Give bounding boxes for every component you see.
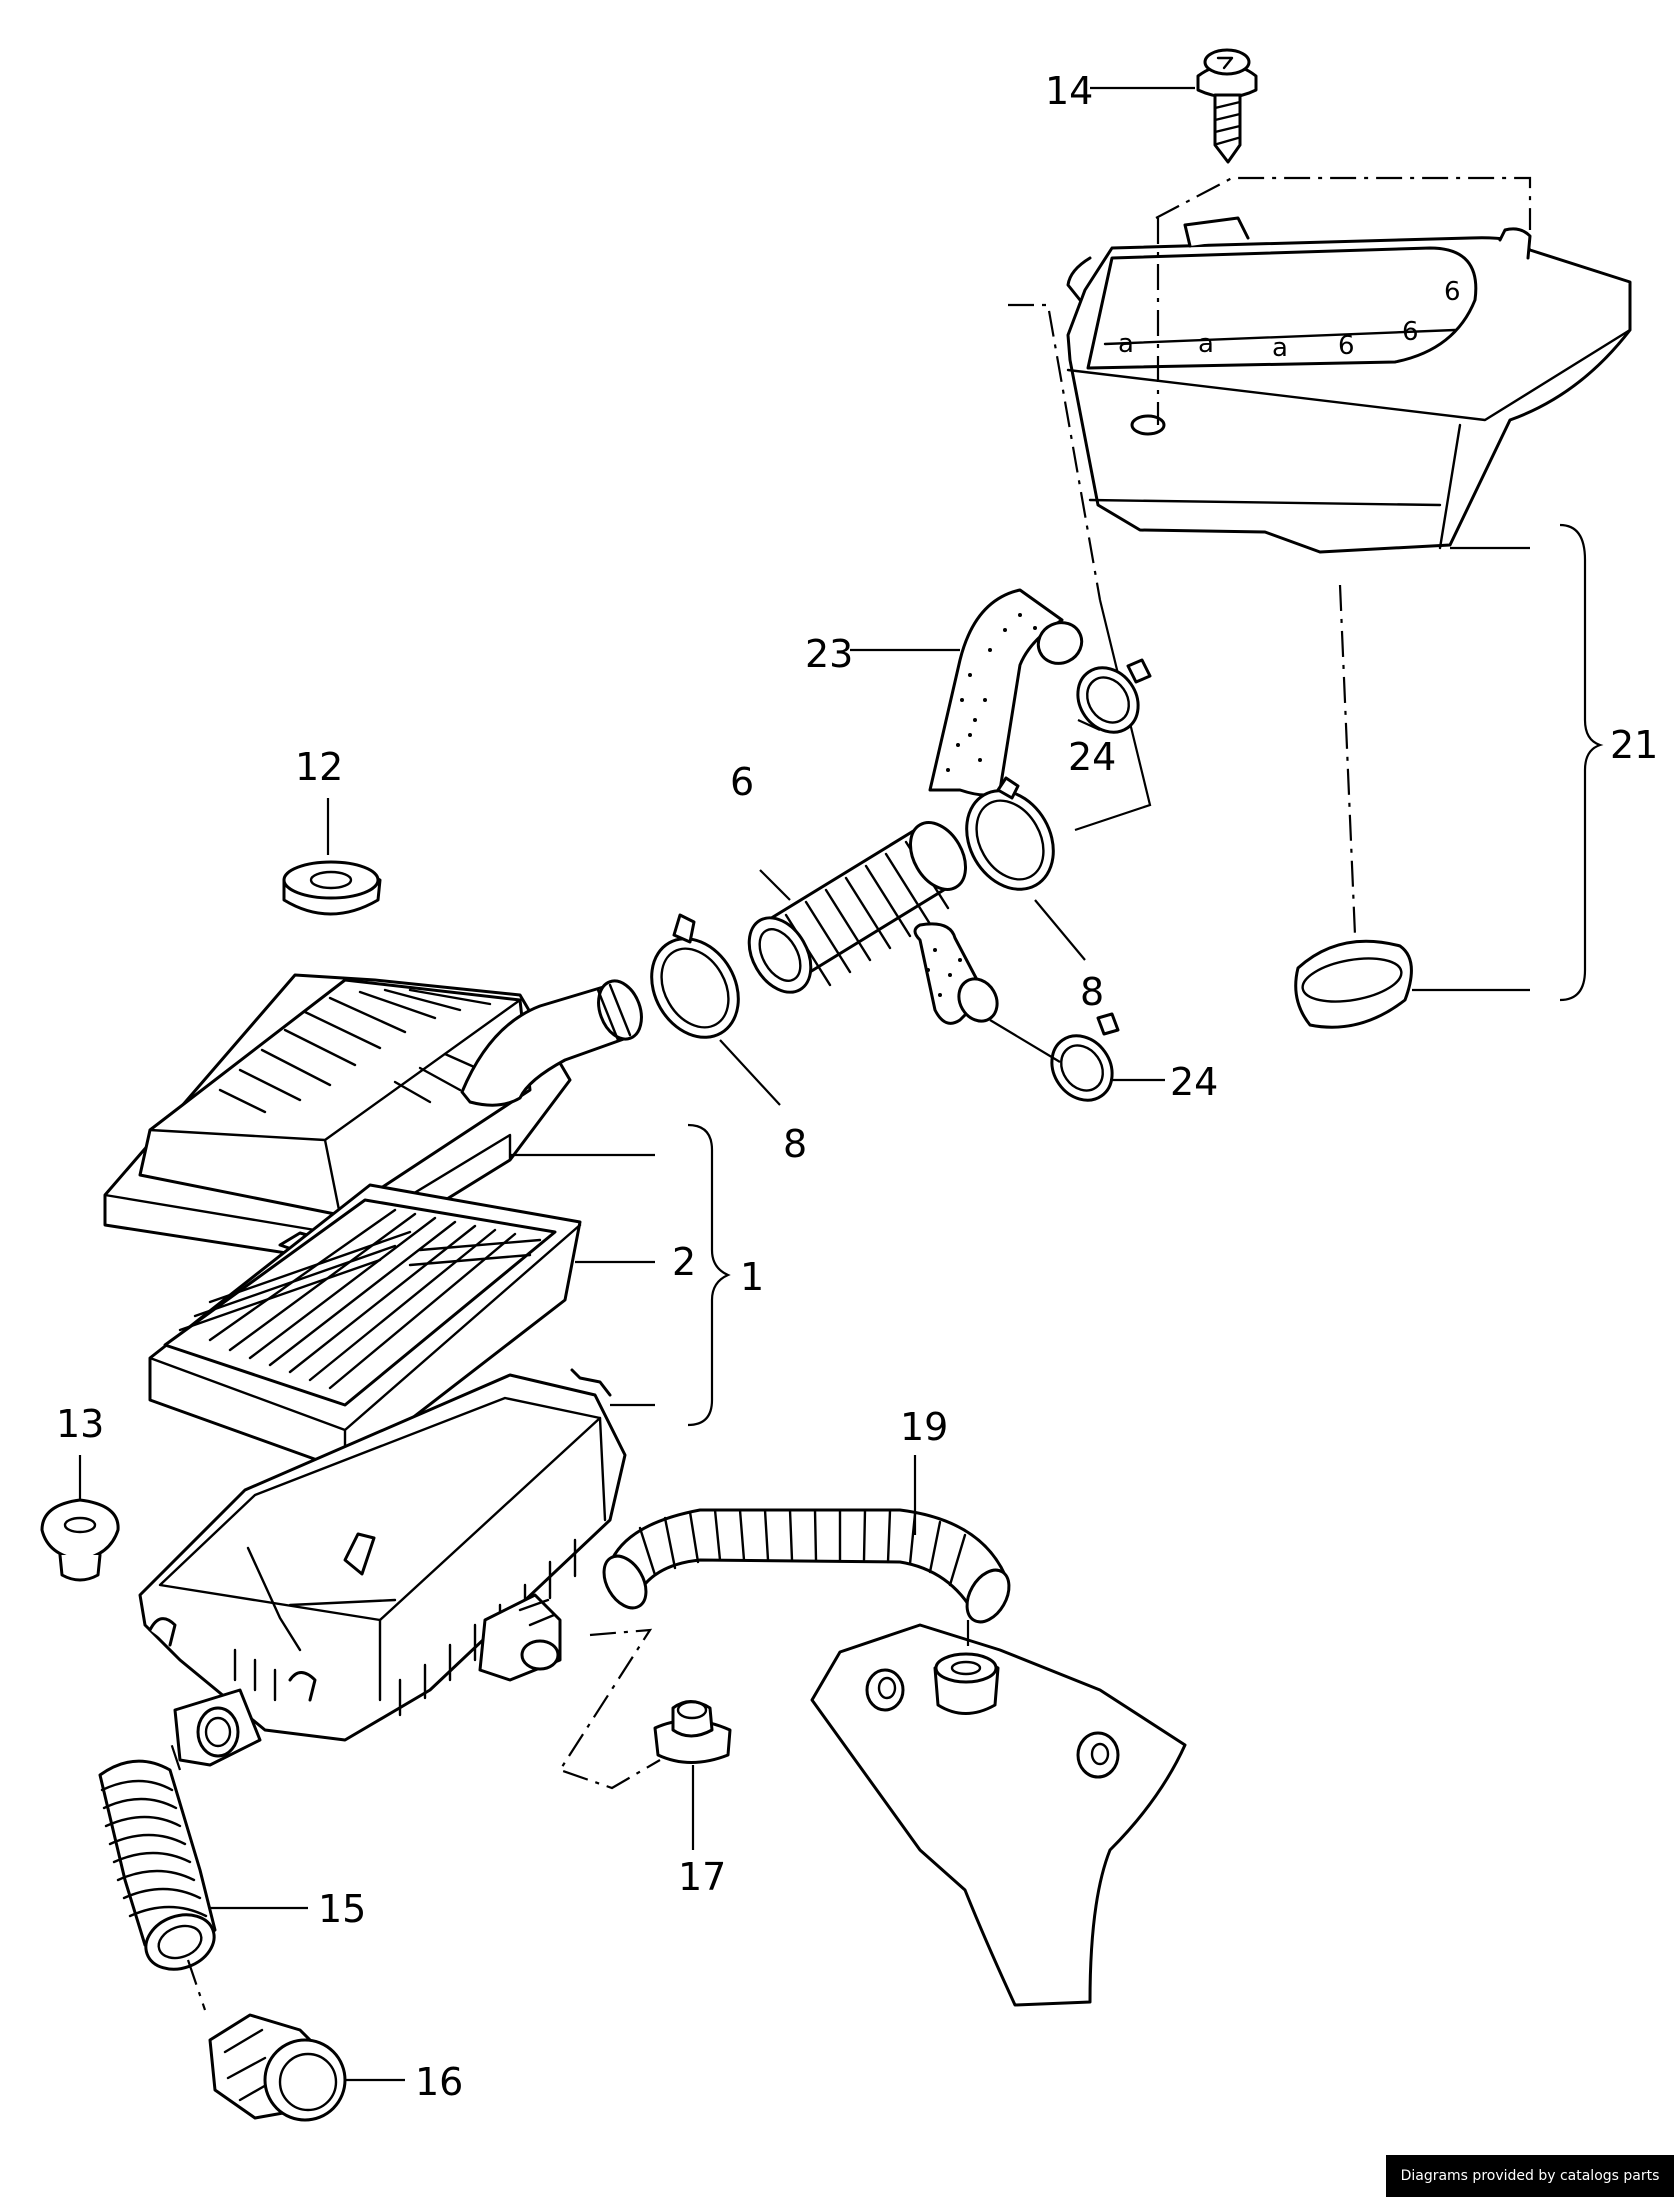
leader-line <box>759 869 791 901</box>
callout-24: 24 <box>1068 735 1116 779</box>
cover-mark: 6 <box>1338 331 1355 361</box>
leader-line <box>989 1019 1061 1063</box>
leader-line <box>1034 899 1086 961</box>
elbow-hose-part <box>913 922 999 1025</box>
hose-clamp-small-part <box>1050 1012 1120 1102</box>
hose-clamp-large-part <box>965 776 1055 891</box>
screw-part <box>1196 48 1258 164</box>
callout-15: 15 <box>318 1887 366 1931</box>
callout-23: 23 <box>805 632 853 676</box>
callout-17: 17 <box>678 1855 726 1899</box>
credit-badge: Diagrams provided by catalogs parts <box>1386 2155 1674 2197</box>
grommet-part <box>282 860 382 916</box>
leader-line <box>687 1123 731 1427</box>
callout-1: 1 <box>740 1255 764 1299</box>
intake-hose-part <box>747 821 967 994</box>
callout-16: 16 <box>415 2060 463 2104</box>
alignment-line <box>168 1739 207 2011</box>
callout-13: 13 <box>56 1402 104 1446</box>
callout-6: 6 <box>730 760 754 804</box>
bracket-plate-part <box>810 1623 1187 2007</box>
connector-part <box>208 2013 347 2122</box>
hose-clamp-large-part <box>650 913 740 1039</box>
air-filter-lower-housing-part <box>138 1368 627 1767</box>
callout-12: 12 <box>295 745 343 789</box>
alignment-line <box>1074 599 1152 832</box>
leader-line <box>719 1039 781 1106</box>
breather-hose-part <box>928 588 1084 797</box>
callout-21: 21 <box>1610 723 1658 767</box>
alignment-line <box>1008 303 1102 601</box>
filter-element-part <box>148 1183 582 1472</box>
housing-outlet-part <box>460 979 643 1107</box>
cover-mark: a <box>1198 329 1214 359</box>
seal-ring-part <box>1294 939 1413 1029</box>
corrugated-hose-part <box>98 1759 217 1971</box>
cover-mark: 6 <box>1402 317 1419 347</box>
alignment-line <box>1338 584 1357 936</box>
alignment-line <box>558 1628 661 1790</box>
hose-clamp-small-part <box>1076 658 1152 734</box>
cover-mark: a <box>1118 329 1134 359</box>
leader-line <box>1559 523 1604 1002</box>
callout-19: 19 <box>900 1405 948 1449</box>
leader-line <box>1077 718 1101 732</box>
callout-8: 8 <box>783 1122 807 1166</box>
upper-cover-part: a a a 6 6 6 <box>1066 216 1632 554</box>
grommet-part <box>653 1700 732 1764</box>
cover-mark: 6 <box>1444 277 1461 307</box>
callout-24: 24 <box>1170 1060 1218 1104</box>
callout-2: 2 <box>672 1240 696 1284</box>
callout-14: 14 <box>1045 69 1093 113</box>
grommet-part <box>40 1498 120 1582</box>
corrugated-hose-part <box>602 1508 1011 1624</box>
cover-mark: a <box>1272 333 1288 363</box>
callout-8: 8 <box>1080 970 1104 1014</box>
alignment-line <box>1155 176 1532 230</box>
